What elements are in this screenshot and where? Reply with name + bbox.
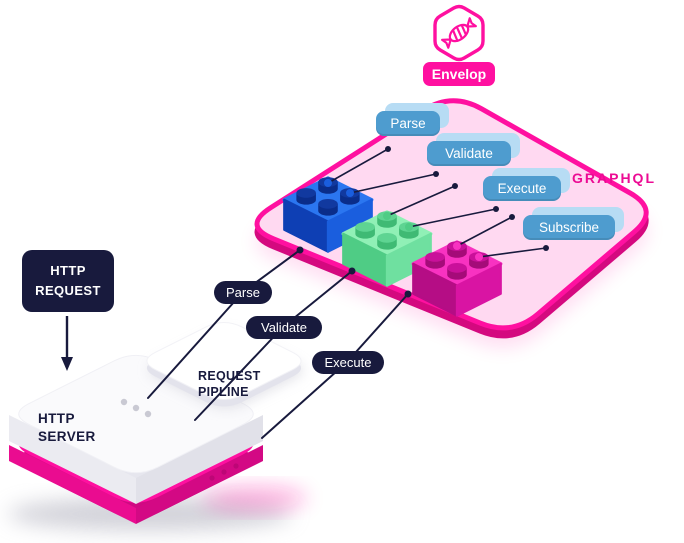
candy-icon [441, 17, 477, 49]
http-server-line1: HTTP [38, 411, 75, 426]
http-request-line2: REQUEST [35, 283, 101, 298]
lifecycle-tag-validate: Validate [427, 133, 520, 166]
http-server-stack [8, 321, 307, 531]
envelop-badge: Envelop [423, 62, 495, 86]
http-request-line1: HTTP [50, 262, 86, 278]
plugin-connectors [327, 148, 547, 258]
graphql-side-label: GRAPHQL [572, 170, 656, 186]
http-server-label: HTTP SERVER [38, 410, 96, 445]
pipeline-edge-dots [296, 246, 412, 298]
connector-green-validate [386, 185, 456, 217]
lifecycle-tag-parse: Parse [376, 103, 449, 136]
http-server-line2: SERVER [38, 428, 96, 444]
http-request-box: HTTP REQUEST [22, 250, 114, 312]
tag-label: Parse [376, 111, 440, 136]
connector-dots [324, 146, 549, 261]
lifecycle-tag-execute: Execute [483, 168, 570, 201]
server-pink-glow [203, 486, 307, 510]
down-arrow-icon [61, 316, 73, 371]
connector-pink-subscribe [478, 247, 547, 258]
envelop-logo [433, 4, 485, 62]
connector-blue-parse [327, 148, 389, 184]
pipeline-step-validate: Validate [246, 316, 322, 339]
tag-label: Validate [427, 141, 511, 166]
tag-label: Execute [483, 176, 561, 201]
server-top-dots [120, 398, 152, 418]
request-pipeline-line2: PIPLINE [198, 385, 249, 400]
lifecycle-tag-subscribe: Subscribe [523, 207, 624, 240]
pipeline-step-execute: Execute [312, 351, 384, 374]
request-pipeline-line1: REQUEST [198, 369, 261, 383]
request-pipeline-label: REQUEST PIPLINE [198, 368, 261, 401]
connector-blue-validate [349, 173, 437, 194]
pink-base-dots [209, 463, 239, 481]
connector-green-execute [408, 208, 497, 228]
connector-pink-execute [456, 216, 513, 247]
pipeline-step-parse: Parse [214, 281, 272, 304]
tag-label: Subscribe [523, 215, 615, 240]
